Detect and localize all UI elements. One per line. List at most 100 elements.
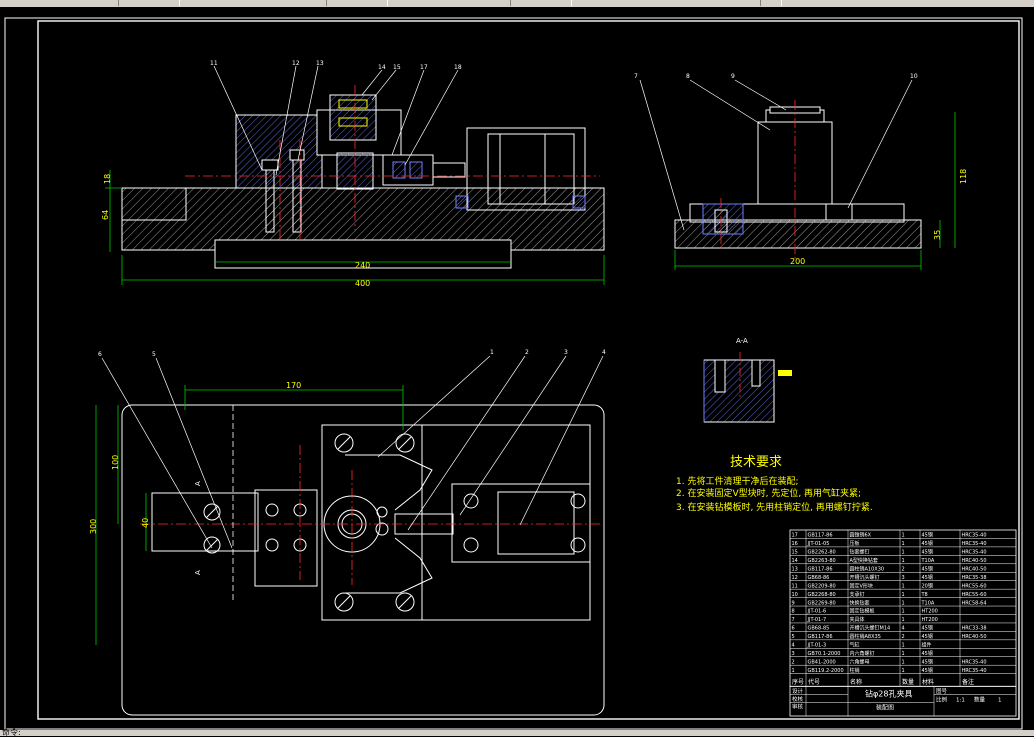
plan-v-block (151, 492, 259, 552)
bom-cell-no: 1 (792, 668, 795, 674)
front-view-centerlines (185, 85, 600, 240)
dim-plan-total-height: 300 (89, 519, 98, 534)
window-tab[interactable] (118, 0, 180, 6)
command-prompt: 命令: (2, 728, 21, 737)
bom-cell-name: A型快换钻套 (850, 557, 878, 564)
cylinder-rod (432, 162, 466, 178)
side-dimensions (674, 112, 956, 270)
title-qty-label: 数量 (974, 695, 986, 703)
bom-cell-code: JJT-01-6 (807, 609, 827, 615)
bom-cell-no: 4 (792, 643, 795, 649)
bom-cell-note: HRC40-50 (962, 566, 987, 572)
bom-cell-code: GB2269-80 (808, 600, 836, 606)
bom-cell-code: GB2268-80 (808, 592, 836, 598)
callout-9: 9 (731, 73, 735, 80)
bom-cell-name: 支承钉 (850, 591, 865, 598)
bom-cell-code: GB68-86 (808, 575, 830, 581)
section-label: A-A (736, 337, 748, 345)
bom-cell-no: 16 (792, 541, 798, 547)
bom-cell-mat: HT200 (922, 617, 938, 623)
bom-cell-no: 11 (792, 583, 798, 589)
bom-cell-qty: 2 (902, 634, 905, 640)
bom-cell-name: 压板 (850, 540, 860, 547)
bom-cell-qty: 1 (902, 668, 905, 674)
callout-6: 6 (98, 351, 102, 358)
bom-cell-mat: 45钢 (922, 667, 933, 674)
bom-cell-mat: 45钢 (922, 549, 933, 556)
tech-requirements: 技术要求 1. 先将工件清理干净后在装配; 2. 在安装固定V型块时, 先定位,… (676, 455, 873, 513)
base-recess (214, 239, 512, 269)
bom-cell-mat: 组件 (922, 642, 932, 649)
bom-cell-code: JJT-01-05 (807, 541, 830, 547)
bom-cell-qty: 1 (902, 651, 905, 657)
bom-cell-qty: 4 (902, 626, 905, 632)
title-drawing-name: 钻φ28孔夹具 (865, 688, 912, 698)
bom-cell-name: 圆柱销A10X30 (850, 565, 885, 572)
bom-cell-no: 9 (792, 600, 795, 606)
bom-cell-note: HRC40-50 (962, 558, 987, 564)
bom-cell-qty: 1 (902, 617, 905, 623)
window-tab[interactable] (510, 0, 572, 6)
tech-item-2: 2. 在安装固定V型块时, 先定位, 再用气缸夹紧; (676, 487, 861, 499)
bom-cell-mat: HT200 (922, 609, 938, 615)
bom-header-code: 代号 (808, 678, 820, 686)
callout-7: 7 (634, 73, 638, 80)
callout-3: 3 (564, 349, 568, 356)
title-qty: 1 (998, 697, 1002, 703)
bom-cell-qty: 1 (902, 643, 905, 649)
dim-plan-offset: 170 (286, 381, 301, 390)
bom-cell-name: 圆柱销A8X35 (850, 633, 881, 640)
dim-side-height: 118 (959, 169, 968, 184)
bom-cell-qty: 1 (902, 609, 905, 615)
callout-5: 5 (152, 351, 156, 358)
bom-cell-note: HRC33-38 (962, 626, 987, 632)
plan-screw-br (395, 592, 415, 612)
outer-frame (4, 17, 1023, 730)
dim-front-height-upper: 18 (103, 174, 112, 184)
bom-cell-mat: 45钢 (922, 625, 933, 632)
bom-cell-code: GB117-86 (808, 634, 833, 640)
callout-2: 2 (525, 349, 529, 356)
command-line-bar (0, 730, 1034, 736)
plan-centerlines (140, 405, 600, 600)
bom-cell-code: GB117-86 (808, 533, 833, 539)
bom-cell-no: 10 (792, 592, 798, 598)
plan-screw-bl (334, 592, 354, 612)
dim-front-width-inner: 240 (355, 261, 370, 270)
title-scale: 1:1 (956, 697, 965, 703)
bom-cell-name: 夹具体 (850, 616, 865, 623)
callout-10: 10 (910, 73, 918, 80)
bom-cell-no: 15 (792, 550, 798, 556)
plan-base (121, 404, 605, 716)
bom-cell-no: 5 (792, 634, 795, 640)
v-block-body (235, 114, 323, 189)
bom-cell-note: HRC55-60 (962, 592, 987, 598)
window-tab[interactable] (326, 0, 388, 6)
bom-cell-qty: 1 (902, 550, 905, 556)
bom-cell-note: HRC58-64 (962, 600, 987, 606)
cad-drawing-canvas[interactable]: 18 64 240 400 11 12 13 14 15 17 18 (0, 7, 1034, 730)
callout-13: 13 (316, 60, 324, 67)
callout-11: 11 (210, 60, 218, 67)
bom-cell-no: 12 (792, 575, 798, 581)
bom-cell-code: GB70.1-2000 (808, 651, 841, 657)
bom-cell-note: HRC35-38 (962, 575, 987, 581)
bom-cell-code: GB117-86 (808, 566, 833, 572)
bom-cell-mat: T8 (921, 592, 928, 598)
bom-cell-qty: 1 (902, 541, 905, 547)
section-a-a: A-A (703, 337, 792, 423)
dim-plan-small: 40 (141, 518, 150, 528)
window-tab[interactable] (760, 0, 782, 6)
section-mark-a-top: A (194, 481, 202, 486)
inner-frame (37, 20, 1020, 720)
plan-view (121, 404, 605, 716)
plan-drill-plate (254, 489, 318, 587)
bom-cell-name: 开槽沉头螺钉 (850, 574, 880, 581)
section-mark-a-bottom: A (194, 570, 202, 575)
bom-cell-note: HRC40-50 (962, 634, 987, 640)
plan-dimensions (95, 385, 404, 645)
bom-cell-no: 2 (792, 659, 795, 665)
bom-cell-qty: 1 (902, 558, 905, 564)
